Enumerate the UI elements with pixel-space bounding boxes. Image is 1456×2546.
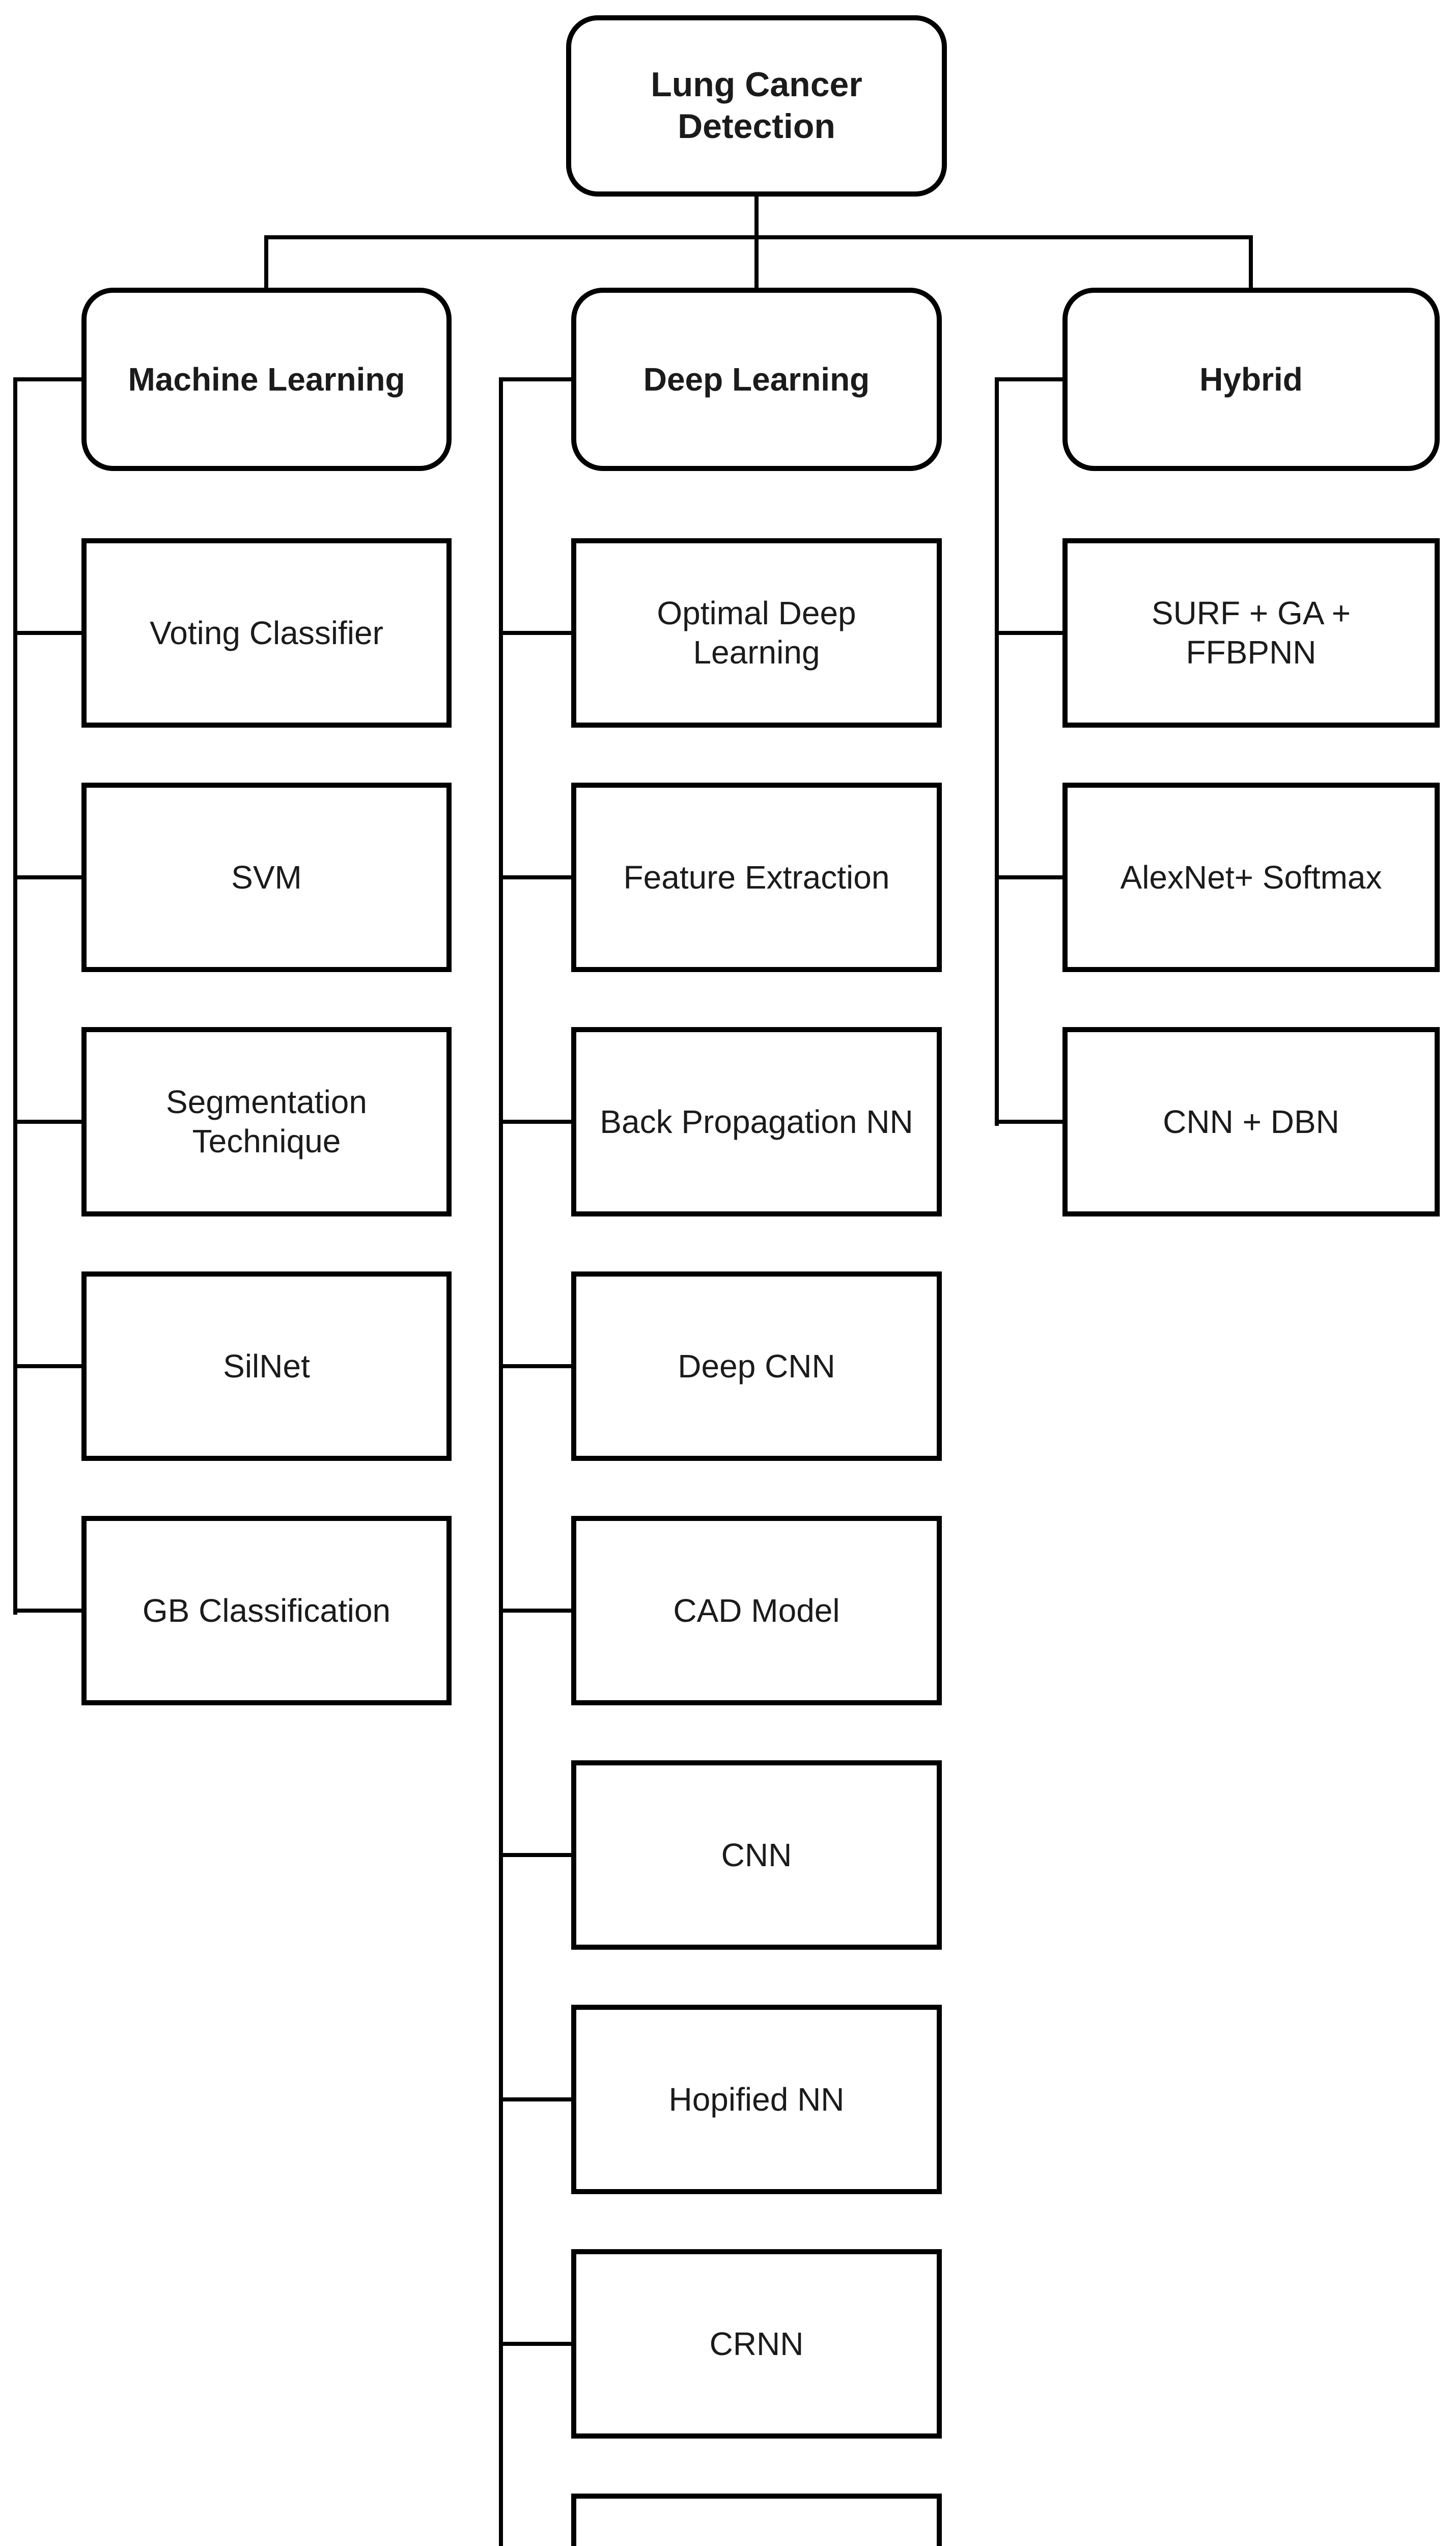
node-segmentation-technique: Segmentation Technique	[81, 1027, 452, 1216]
branch-label: Machine Learning	[128, 361, 405, 398]
node-label: SURF + GA + FFBPNN	[1151, 595, 1351, 671]
node-cnn-dbn: CNN + DBN	[1062, 1027, 1440, 1216]
node-label: CNN + DBN	[1163, 1103, 1339, 1140]
node-cad-model: CAD Model	[571, 1516, 942, 1705]
node-ann: ANN	[571, 2494, 942, 2546]
connector-spine-hybrid	[995, 377, 999, 1126]
node-silnet: SilNet	[81, 1271, 452, 1461]
node-surf-ga-ffbpnn: SURF + GA + FFBPNN	[1062, 538, 1440, 728]
connector-stub-ml-header	[13, 377, 85, 381]
node-label: GB Classification	[142, 1592, 391, 1629]
connector-stub-dl-5	[499, 1853, 574, 1857]
connector-spine-machine-learning	[13, 377, 17, 1615]
connector-stub-hy-1	[995, 875, 1066, 879]
branch-label: Deep Learning	[643, 361, 870, 398]
node-label: CNN	[721, 1836, 792, 1873]
node-back-propagation-nn: Back Propagation NN	[571, 1027, 942, 1216]
node-svm: SVM	[81, 783, 452, 972]
node-label: SilNet	[223, 1347, 310, 1385]
node-alexnet-softmax: AlexNet+ Softmax	[1062, 783, 1440, 972]
connector-stub-dl-1	[499, 875, 574, 879]
node-cnn: CNN	[571, 1760, 942, 1950]
connector-stub-dl-7	[499, 2342, 574, 2346]
connector-stub-dl-header	[499, 377, 574, 381]
connector-drop-machine-learning	[264, 235, 268, 290]
node-label: Feature Extraction	[623, 859, 890, 896]
node-label: Segmentation Technique	[166, 1084, 367, 1159]
connector-stub-dl-6	[499, 2097, 574, 2101]
connector-stub-hy-header	[995, 377, 1066, 381]
node-crnn: CRNN	[571, 2249, 942, 2439]
connector-stub-dl-0	[499, 631, 574, 635]
connector-stub-ml-1	[13, 875, 85, 879]
node-feature-extraction: Feature Extraction	[571, 783, 942, 972]
node-label: AlexNet+ Softmax	[1120, 859, 1382, 896]
connector-drop-hybrid	[1249, 235, 1253, 290]
branch-label: Hybrid	[1199, 361, 1303, 398]
node-deep-cnn: Deep CNN	[571, 1271, 942, 1461]
node-label: Back Propagation NN	[600, 1103, 913, 1140]
node-lung-cancer-detection: Lung Cancer Detection	[566, 15, 947, 197]
node-gb-classification: GB Classification	[81, 1516, 452, 1705]
connector-stub-ml-4	[13, 1609, 85, 1613]
node-voting-classifier: Voting Classifier	[81, 538, 452, 728]
connector-stub-dl-3	[499, 1364, 574, 1368]
node-hopified-nn: Hopified NN	[571, 2005, 942, 2194]
node-label: Hopified NN	[668, 2081, 845, 2118]
node-label: SVM	[231, 859, 302, 896]
connector-drop-deep-learning	[754, 235, 759, 290]
connector-spine-deep-learning	[499, 377, 503, 2546]
node-label: Lung Cancer Detection	[651, 65, 862, 146]
connector-stub-ml-2	[13, 1120, 85, 1124]
branch-hybrid: Hybrid	[1062, 288, 1440, 471]
connector-stub-ml-0	[13, 631, 85, 635]
node-optimal-deep-learning: Optimal Deep Learning	[571, 538, 942, 728]
node-label: Optimal Deep Learning	[657, 595, 856, 671]
connector-root-drop	[754, 197, 759, 237]
connector-main-horizontal	[264, 235, 1253, 239]
connector-stub-hy-0	[995, 631, 1066, 635]
node-label: Deep CNN	[678, 1347, 835, 1385]
connector-stub-ml-3	[13, 1364, 85, 1368]
branch-machine-learning: Machine Learning	[81, 288, 452, 471]
connector-stub-dl-4	[499, 1609, 574, 1613]
connector-stub-dl-2	[499, 1120, 574, 1124]
branch-deep-learning: Deep Learning	[571, 288, 942, 471]
connector-stub-hy-2	[995, 1120, 1066, 1124]
node-label: Voting Classifier	[150, 614, 383, 651]
node-label: CRNN	[709, 2325, 804, 2362]
node-label: CAD Model	[673, 1592, 840, 1629]
